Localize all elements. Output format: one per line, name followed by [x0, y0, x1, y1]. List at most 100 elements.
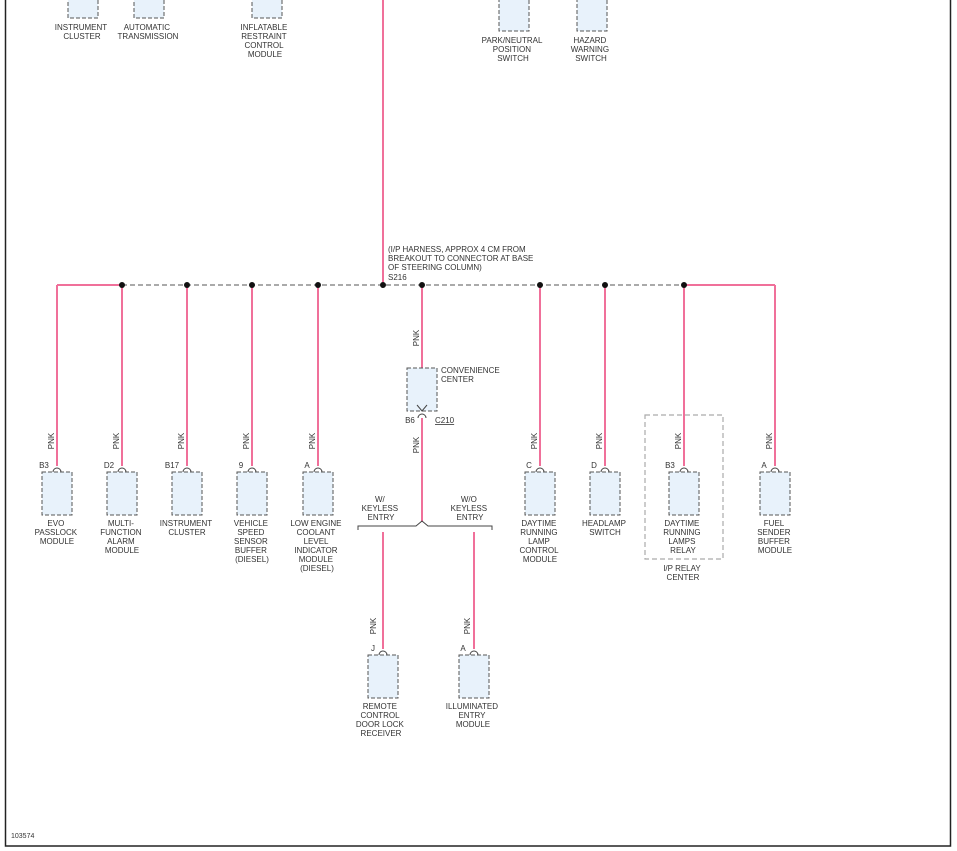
- connector-symbol: [247, 467, 257, 473]
- convenience-center-label: CONVENIENCE CENTER: [441, 366, 502, 384]
- connector-symbol: [182, 467, 192, 473]
- convenience-center-connector: [417, 413, 427, 419]
- pin-label: J: [371, 644, 375, 653]
- ip-relay-center-outline: [644, 414, 724, 560]
- component-label: INSTRUMENT CLUSTER: [160, 519, 215, 537]
- remote-control-door-lock-receiver: PNK J REMOTE CONTROL DOOR LOCK RECEIVER: [356, 617, 406, 738]
- page-frame: [4, 0, 952, 847]
- connector-symbol: [469, 650, 479, 656]
- connector-symbol: [770, 467, 780, 473]
- component-label: DAYTIME RUNNING LAMPS RELAY: [663, 519, 703, 555]
- splice-label: S216: [388, 273, 407, 282]
- splice-dot: [184, 282, 190, 288]
- connector-symbol: [535, 467, 545, 473]
- component-label: REMOTE CONTROL DOOR LOCK RECEIVER: [356, 702, 406, 738]
- component-label: HEADLAMP SWITCH: [582, 519, 628, 537]
- connector-symbol: [679, 467, 689, 473]
- wire-color-label: PNK: [765, 432, 774, 449]
- pin-label: 9: [239, 461, 244, 470]
- component-label: DAYTIME RUNNING LAMP CONTROL MODULE: [519, 519, 560, 564]
- wire-color-label: PNK: [47, 432, 56, 449]
- wire-color-label: PNK: [674, 432, 683, 449]
- wire-color-label: PNK: [463, 617, 472, 634]
- convenience-center-terminal: [416, 404, 428, 412]
- component-label: MULTI- FUNCTION ALARM MODULE: [100, 519, 144, 555]
- option-without-keyless: W/O KEYLESS ENTRY: [451, 495, 490, 522]
- convenience-center-pin: B6: [405, 416, 415, 425]
- wire-color-label: PNK: [369, 617, 378, 634]
- connector-symbol: [313, 467, 323, 473]
- harness-note: (I/P HARNESS, APPROX 4 CM FROM BREAKOUT …: [388, 245, 536, 272]
- component-box: [668, 471, 700, 516]
- hazard-warning-switch-label: HAZARD WARNING SWITCH: [571, 36, 612, 63]
- component-label: VEHICLE SPEED SENSOR BUFFER (DIESEL): [234, 519, 270, 564]
- branch-headlamp-switch: PNK D HEADLAMP SWITCH: [582, 432, 628, 537]
- figure-id: 103574: [11, 833, 34, 840]
- splice-dot: [119, 282, 125, 288]
- component-box: [236, 471, 268, 516]
- convenience-center-box: [406, 367, 438, 412]
- component-box: [106, 471, 138, 516]
- inflatable-restraint-box: [251, 0, 283, 19]
- component-label: LOW ENGINE COOLANT LEVEL INDICATOR MODUL…: [290, 519, 343, 573]
- connector-symbol: [378, 650, 388, 656]
- branch-instrument-cluster: PNK B17 INSTRUMENT CLUSTER: [160, 432, 215, 537]
- component-label: FUEL SENDER BUFFER MODULE: [757, 519, 793, 555]
- wire-color-label: PNK: [308, 432, 317, 449]
- illuminated-entry-module: PNK A ILLUMINATED ENTRY MODULE: [446, 617, 501, 729]
- option-bracket: [357, 520, 493, 530]
- wire-color-label: PNK: [595, 432, 604, 449]
- splice-dot: [602, 282, 608, 288]
- branch-vehicle-speed-sensor: PNK 9 VEHICLE SPEED SENSOR BUFFER (DIESE…: [234, 432, 270, 564]
- automatic-transmission-box: [133, 0, 165, 19]
- connector-symbol: [52, 467, 62, 473]
- splice-dot: [380, 282, 386, 288]
- component-box: [524, 471, 556, 516]
- component-box: [302, 471, 334, 516]
- branch-evo-passlock: PNK B3 EVO PASSLOCK MODULE: [35, 432, 80, 546]
- component-box: [458, 654, 490, 699]
- pin-label: A: [304, 461, 310, 470]
- wire-color-label: PNK: [177, 432, 186, 449]
- inflatable-restraint-label: INFLATABLE RESTRAINT CONTROL MODULE: [240, 23, 289, 59]
- splice-dot: [537, 282, 543, 288]
- branch-multi-function-alarm: PNK D2 MULTI- FUNCTION ALARM MODULE: [100, 432, 144, 555]
- connector-symbol: [117, 467, 127, 473]
- component-box: [367, 654, 399, 699]
- splice-dot: [249, 282, 255, 288]
- component-box: [759, 471, 791, 516]
- instrument-cluster-top-box: [67, 0, 99, 19]
- instrument-cluster-top-label: INSTRUMENT CLUSTER: [55, 23, 110, 41]
- wire-color-label: PNK: [530, 432, 539, 449]
- splice-dot: [419, 282, 425, 288]
- hazard-warning-switch-box: [576, 0, 608, 32]
- automatic-transmission-label: AUTOMATIC TRANSMISSION: [118, 23, 179, 41]
- wire-color-label: PNK: [112, 432, 121, 449]
- component-label: ILLUMINATED ENTRY MODULE: [446, 702, 501, 729]
- pin-label: D2: [104, 461, 115, 470]
- splice-dot: [681, 282, 687, 288]
- convenience-center-connector-id: C210: [435, 416, 455, 425]
- component-box: [171, 471, 203, 516]
- branch-low-engine-coolant: PNK A LOW ENGINE COOLANT LEVEL INDICATOR…: [290, 432, 343, 573]
- option-with-keyless: W/ KEYLESS ENTRY: [362, 495, 401, 522]
- component-box: [589, 471, 621, 516]
- branch-fuel-sender-buffer: PNK A FUEL SENDER BUFFER MODULE: [757, 432, 793, 555]
- branch-drl-control-module: PNK C DAYTIME RUNNING LAMP CONTROL MODUL…: [519, 432, 560, 564]
- pin-label: A: [761, 461, 767, 470]
- pin-label: D: [591, 461, 597, 470]
- branch-drl-relay: PNK B3 DAYTIME RUNNING LAMPS RELAY: [663, 432, 703, 555]
- park-neutral-switch-label: PARK/NEUTRAL POSITION SWITCH: [482, 36, 545, 63]
- pin-label: B3: [39, 461, 49, 470]
- pin-label: C: [526, 461, 532, 470]
- component-label: EVO PASSLOCK MODULE: [35, 519, 80, 546]
- ip-relay-center-label: I/P RELAY CENTER: [663, 564, 703, 582]
- wire-color-label: PNK: [412, 329, 421, 346]
- pin-label: A: [460, 644, 466, 653]
- wire-color-label: PNK: [412, 436, 421, 453]
- wire-color-label: PNK: [242, 432, 251, 449]
- pin-label: B3: [665, 461, 675, 470]
- park-neutral-switch-box: [498, 0, 530, 32]
- component-box: [41, 471, 73, 516]
